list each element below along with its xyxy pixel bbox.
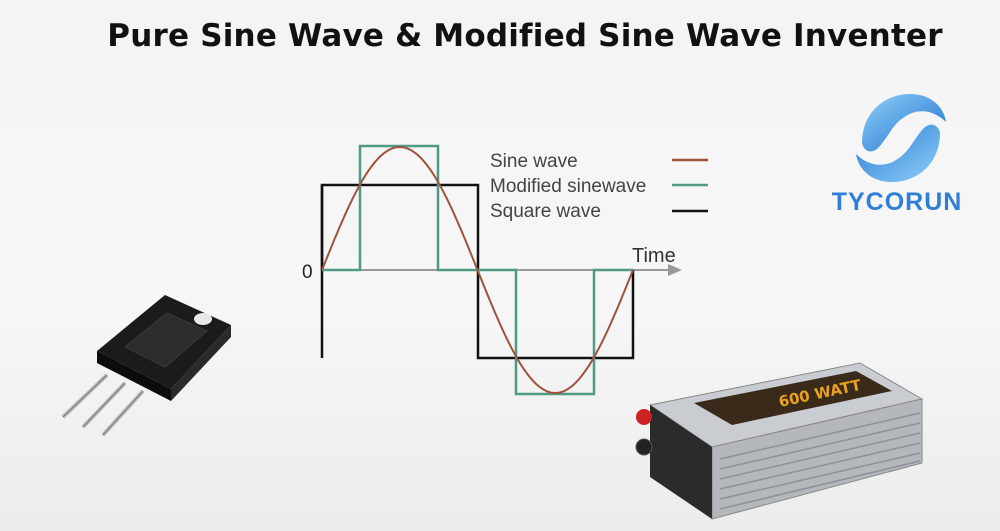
time-axis-label: Time: [632, 245, 676, 267]
inverter-device-icon: 600 WATT: [635, 362, 924, 520]
swirl-logo-icon: [856, 94, 946, 182]
brand-logo: TYCORUN: [822, 88, 972, 218]
origin-label: 0: [302, 262, 313, 283]
axis-arrow-icon: [668, 264, 682, 276]
legend-label-modified: Modified sinewave: [490, 176, 646, 197]
legend-label-square: Square wave: [490, 201, 601, 222]
legend: Sine wave Modified sinewave Square wave: [490, 151, 708, 222]
sine-wave-line: [321, 145, 634, 395]
transistor-icon: [61, 295, 231, 437]
legend-label-sine: Sine wave: [490, 151, 578, 172]
brand-name: TYCORUN: [831, 188, 963, 216]
page-title: Pure Sine Wave & Modified Sine Wave Inve…: [107, 18, 943, 54]
